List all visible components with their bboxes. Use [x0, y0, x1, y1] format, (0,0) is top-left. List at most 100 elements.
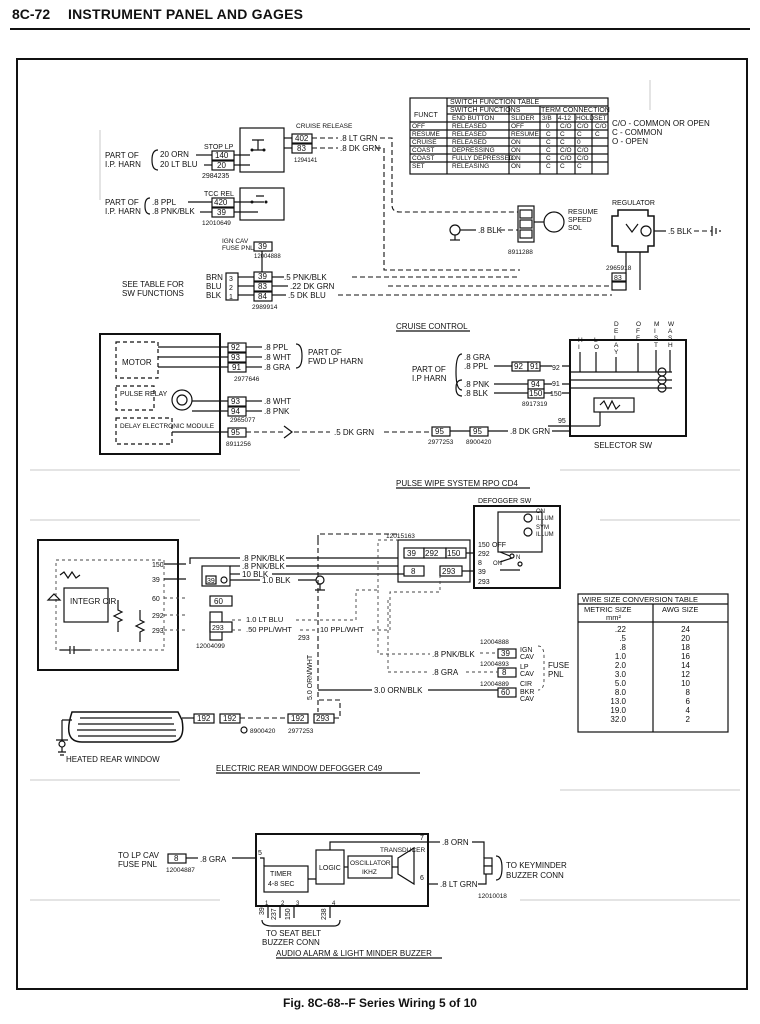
selector-letter: E	[614, 328, 619, 335]
pin-293-label: 293	[298, 635, 310, 642]
defogger-switch: DEFOGGER SW ON ILLUM SYM ILLUM 150 OFF 2…	[386, 498, 561, 589]
connector-8911256: 8911256	[226, 441, 251, 448]
wire-8-ppl-motor: .8 PPL	[264, 343, 289, 352]
wire-8-orn: .8 ORN	[442, 838, 469, 847]
connector-94-sw: 94	[531, 380, 540, 389]
pin-39-def: 39	[478, 569, 486, 576]
wire-blk: BLK	[206, 291, 222, 300]
integr-label: INTEGR CIR	[70, 597, 116, 606]
connector-39-dl: 39	[207, 578, 215, 585]
pin-5-buzzer: 5	[258, 850, 262, 857]
background-ghost-lines	[30, 80, 740, 901]
wire-table-awg: 18	[681, 643, 690, 652]
wire-5-dkgrn: .5 DK GRN	[334, 428, 374, 437]
pin-39-bottom: 39	[259, 907, 266, 915]
wire-table-awg: 16	[681, 652, 690, 661]
wire-table-col1-unit: mm²	[606, 613, 621, 622]
switch-legend-1: C/O - COMMON OR OPEN	[612, 119, 710, 128]
wire-5-blk: .5 BLK	[668, 227, 693, 236]
to-seat-belt-label: TO SEAT BELT	[266, 929, 321, 938]
wire-8-wht: .8 WHT	[264, 353, 291, 362]
sym-illum: ILLUM	[536, 532, 554, 538]
selector-letter: Y	[614, 349, 619, 356]
switch-table-cell: C	[560, 139, 565, 146]
wire-8-gra-fuse: .8 GRA	[432, 668, 459, 677]
wire-table-awg: 24	[681, 625, 690, 634]
wire-size-table: WIRE SIZE CONVERSION TABLE METRIC SIZE m…	[577, 593, 729, 733]
wire-8-gra-buzzer: .8 GRA	[200, 855, 227, 864]
connector-12004888: 12004888	[254, 254, 281, 260]
audio-alarm-buzzer: TO LP CAV FUSE PNL 8 .8 GRA 12004887 5 T…	[118, 833, 567, 959]
tcc-rel-label: TCC REL	[204, 191, 234, 198]
selector-letter: H	[668, 342, 673, 349]
switch-table-col: 4-12	[558, 115, 571, 122]
connector-95-b: 95	[435, 427, 444, 436]
wire-5-pplwht: .50 PPL/WHT	[246, 625, 292, 634]
pin-4-bottom: 4	[332, 901, 336, 907]
connector-60-dl: 60	[214, 597, 223, 606]
cruise-release-label: CRUISE RELEASE	[296, 123, 353, 130]
connector-95-c: 95	[473, 427, 482, 436]
wire-8-ppl-sw: .8 PPL	[464, 362, 489, 371]
connector-12015163: 12015163	[386, 533, 415, 540]
switch-table-cell: ON	[511, 155, 521, 162]
ip-harn-label: I.P. HARN	[105, 160, 141, 169]
pin-3-bottom: 3	[296, 901, 300, 907]
sym-label: SYM	[536, 525, 549, 531]
connector-92-sw: 92	[514, 362, 523, 371]
wire-3-ornblk: 3.0 ORN/BLK	[374, 686, 423, 695]
on-def-label: ON	[493, 561, 502, 567]
wire-table-col2: AWG SIZE	[662, 605, 698, 614]
connector-12004889: 12004889	[480, 681, 509, 688]
switch-table-cell: 0	[546, 123, 550, 130]
switch-table-cell: RESUME	[511, 131, 539, 138]
switch-table-cell: CRUISE	[412, 139, 437, 146]
selector-switch: PART OF I.P HARN .8 GRA .8 PPL .8 PNK .8…	[412, 321, 687, 450]
switch-table-cell: ON	[511, 139, 521, 146]
timer-sec-label: 4-8 SEC	[268, 881, 294, 888]
electric-defogger-label: ELECTRIC REAR WINDOW DEFOGGER C49	[216, 764, 383, 773]
pin-1: 1	[229, 294, 233, 301]
fuse-cir: CIR	[520, 681, 532, 688]
connector-12004099: 12004099	[196, 643, 225, 650]
wire-table-awg: 12	[681, 670, 690, 679]
switch-table-cell: COAST	[412, 155, 434, 162]
switch-legend-3: O - OPEN	[612, 137, 648, 146]
wire-8-ltgrn-buzzer: .8 LT GRN	[440, 880, 478, 889]
ip-harn-2: I.P HARN	[412, 374, 447, 383]
connector-94: 94	[231, 407, 240, 416]
defogger-sw-label: DEFOGGER SW	[478, 498, 532, 505]
audio-alarm-label: AUDIO ALARM & LIGHT MINDER BUZZER	[276, 949, 432, 958]
wire-1-ltblu: 1.0 LT BLU	[246, 615, 283, 624]
connector-420: 420	[214, 198, 228, 207]
switch-table-cell: RELEASED	[452, 123, 487, 130]
oscillator-label: OSCILLATOR	[350, 860, 391, 867]
switch-table-col: 3/B	[542, 115, 552, 122]
switch-legend-2: C - COMMON	[612, 128, 662, 137]
integrated-circuit-module: INTEGR CIR 150 39 60 292 293	[37, 539, 186, 671]
wire-8-blk-sw: .8 BLK	[464, 389, 489, 398]
pnl-label: PNL	[548, 670, 564, 679]
wire-8-ppl: .8 PPL	[152, 198, 177, 207]
wire-table-awg: 4	[686, 706, 691, 715]
switch-table-cell: C	[546, 147, 551, 154]
fuse-pnl-label-2: FUSE PNL	[118, 860, 158, 869]
resume-speed-solenoid: .8 BLK 8911288 RESUME SPEED SOL	[449, 205, 598, 256]
ign-cav-label: IGN CAV	[222, 238, 249, 245]
wire-8-blk: .8 BLK	[478, 226, 503, 235]
connector-93: 93	[231, 353, 240, 362]
part-of-ip-label: PART OF	[105, 151, 139, 160]
switch-table-cell: ON	[511, 163, 521, 170]
stop-lp-label: STOP LP	[204, 144, 234, 151]
connector-192-c: 192	[291, 714, 305, 723]
switch-table-cell: SET	[412, 163, 425, 170]
switch-table-cell: C	[546, 131, 551, 138]
connector-60-fuse: 60	[501, 688, 510, 697]
connector-83-reg: 83	[614, 275, 622, 282]
switch-table-cell: FULLY DEPRESSED	[452, 155, 514, 162]
connector-39-def: 39	[407, 549, 416, 558]
connector-95-a: 95	[231, 428, 240, 437]
wire-10-blk: 10 BLK	[242, 570, 269, 579]
switch-table-cell: C	[595, 131, 600, 138]
